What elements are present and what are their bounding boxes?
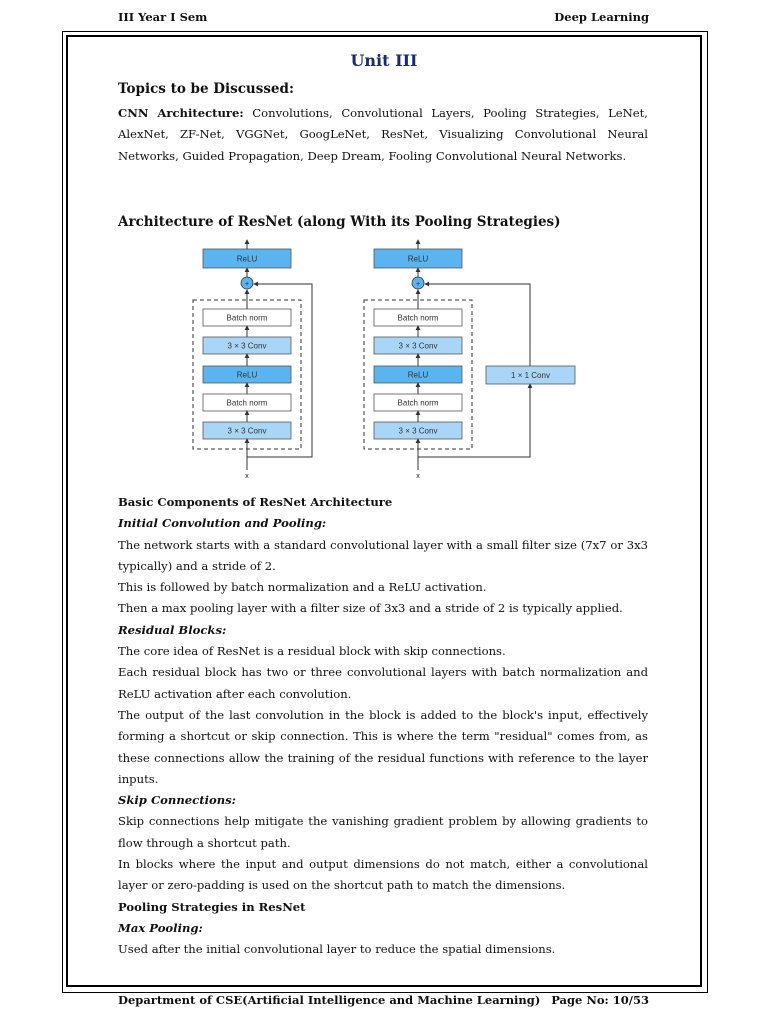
topics-label: CNN Architecture: <box>118 106 244 120</box>
block1-conv3x3-box-4-label: 3 × 3 Conv <box>228 427 267 436</box>
block1-batch-norm-box-3-label: Batch norm <box>227 399 268 408</box>
block1-relu-output-box-label: ReLU <box>237 255 258 264</box>
residual-paragraph-1: The core idea of ResNet is a residual bl… <box>118 644 506 659</box>
topics-text: Convolutions, Convolutional Layers, Pool… <box>118 106 648 163</box>
body-section: Basic Components of ResNet Architecture … <box>118 492 648 961</box>
components-heading: Basic Components of ResNet Architecture <box>118 495 393 509</box>
block1-add-node-label: + <box>245 281 249 288</box>
block2-batch-norm-box-3-label: Batch norm <box>398 399 439 408</box>
topics-section: Topics to be Discussed: CNN Architecture… <box>118 79 648 167</box>
block2-conv3x3-box-1-label: 3 × 3 Conv <box>399 342 438 351</box>
block2-input-label: x <box>416 473 420 480</box>
page-border-inner <box>66 35 702 987</box>
block2-batch-norm-box-0-label: Batch norm <box>398 314 439 323</box>
block1-batch-norm-box-0-label: Batch norm <box>227 314 268 323</box>
initial-paragraph-2: This is followed by batch normalization … <box>118 580 487 595</box>
header-semester: III Year I Sem <box>118 10 208 24</box>
block2-skip-connection-in <box>418 383 533 458</box>
footer-page-number: Page No: 10/53 <box>551 993 649 1007</box>
header-subject: Deep Learning <box>554 10 649 24</box>
skip-paragraph-1: Skip connections help mitigate the vanis… <box>118 814 648 850</box>
block1-skip-connection <box>247 281 313 458</box>
max-pooling-paragraph: Used after the initial convolutional lay… <box>118 942 556 957</box>
block1-relu-box-2-label: ReLU <box>237 371 258 380</box>
residual-paragraph-3: The output of the last convolution in th… <box>118 707 648 786</box>
page-border-outer <box>62 31 708 993</box>
skip-heading: Skip Connections: <box>118 793 236 808</box>
block2-skip-connection-out <box>424 281 531 366</box>
skip-paragraph-2: In blocks where the input and output dim… <box>118 857 648 893</box>
block2-relu-box-2-label: ReLU <box>408 371 429 380</box>
initial-heading: Initial Convolution and Pooling: <box>118 516 327 531</box>
residual-paragraph-2: Each residual block has two or three con… <box>118 665 648 701</box>
block2-relu-output-box-label: ReLU <box>408 255 429 264</box>
max-pooling-heading: Max Pooling: <box>118 920 203 935</box>
topics-heading: Topics to be Discussed: <box>118 81 294 97</box>
initial-paragraph-3: Then a max pooling layer with a filter s… <box>118 601 623 616</box>
residual-heading: Residual Blocks: <box>118 622 227 637</box>
initial-paragraph-1: The network starts with a standard convo… <box>118 537 648 573</box>
pooling-heading: Pooling Strategies in ResNet <box>118 899 306 914</box>
block2-conv3x3-box-4-label: 3 × 3 Conv <box>399 427 438 436</box>
section-heading: Architecture of ResNet (along With its P… <box>118 214 561 230</box>
topics-paragraph: CNN Architecture: Convolutions, Convolut… <box>118 103 648 167</box>
block1-input-label: x <box>245 473 249 480</box>
block1-conv3x3-box-1-label: 3 × 3 Conv <box>228 342 267 351</box>
block2-conv1x1-box-label: 1 × 1 Conv <box>511 371 550 380</box>
block2-add-node-label: + <box>416 281 420 288</box>
footer-department: Department of CSE(Artificial Intelligenc… <box>118 993 541 1007</box>
unit-title: Unit III <box>350 51 418 70</box>
